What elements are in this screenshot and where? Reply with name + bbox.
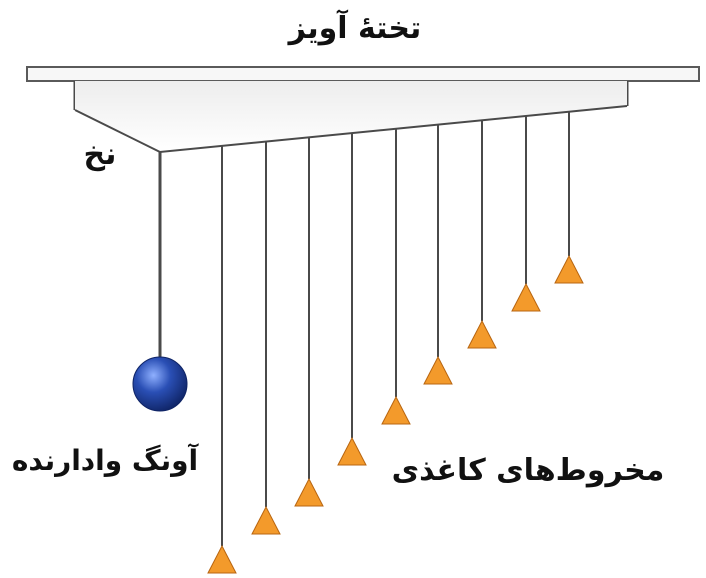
cone-pendulum — [423, 125, 453, 385]
paper-cone — [554, 254, 584, 284]
paper-cone — [337, 436, 367, 466]
cone-pendulum — [251, 142, 281, 535]
paper-cone — [511, 282, 541, 312]
cone-pendulum — [294, 138, 324, 507]
string-label: نخ — [84, 137, 117, 172]
driver-pendulum-label: آونگ وادارنده — [12, 443, 200, 477]
cone-pendulum — [554, 112, 584, 284]
paper-cone-pendulums — [207, 112, 584, 574]
cone-pendulum — [207, 146, 237, 574]
paper-cones-label: مخروط‌های کاغذی — [392, 453, 665, 488]
paper-cone — [423, 355, 453, 385]
cone-pendulum — [467, 121, 497, 349]
paper-cone — [207, 544, 237, 574]
cone-pendulum — [511, 116, 541, 312]
paper-cone — [251, 505, 281, 535]
hanging-board — [26, 66, 700, 82]
paper-cone — [467, 319, 497, 349]
cone-pendulum — [337, 133, 367, 466]
driver-pendulum-bob — [132, 356, 188, 412]
cone-pendulum — [381, 129, 411, 425]
paper-cone — [381, 395, 411, 425]
frame-shading — [75, 81, 627, 152]
board-label: تختهٔ آویز — [287, 9, 422, 46]
paper-cone — [294, 477, 324, 507]
